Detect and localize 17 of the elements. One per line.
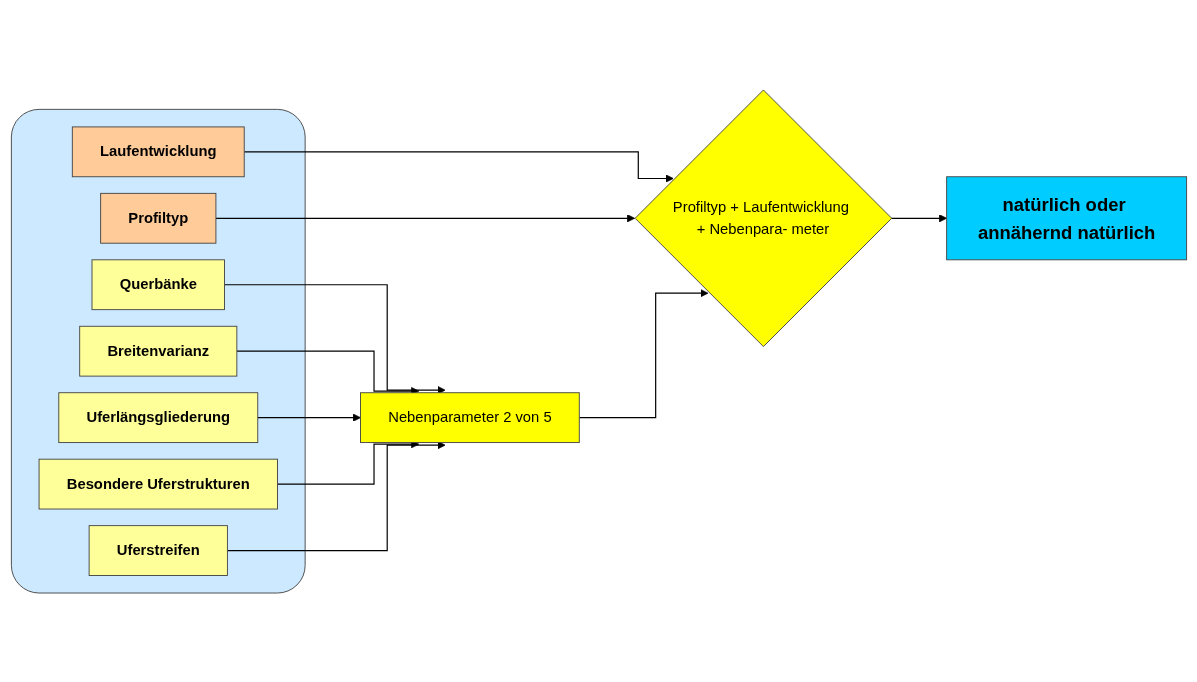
- node-box: Breitenvarianz: [78, 325, 237, 377]
- node-diamond: Profiltyp + Laufentwicklung + Nebenpara- meter: [634, 89, 892, 347]
- node-box: Profiltyp: [99, 192, 216, 244]
- node-box: Nebenparameter 2 von 5: [359, 391, 580, 443]
- node-box: natürlich oder annähernd natürlich: [945, 175, 1187, 260]
- arrow: [890, 213, 947, 222]
- node-box: Uferlängsgliederung: [57, 391, 258, 443]
- node-box: Uferstreifen: [88, 524, 228, 576]
- cluster: [10, 108, 306, 593]
- arrow: [243, 150, 674, 183]
- node-box: Querbänke: [91, 258, 225, 310]
- arrow: [578, 288, 708, 418]
- node-box: Laufentwicklung: [71, 125, 245, 177]
- node-box: Besondere Uferstrukturen: [38, 458, 278, 509]
- arrow: [214, 213, 635, 222]
- arrow: [256, 413, 361, 422]
- arrow: [223, 283, 446, 394]
